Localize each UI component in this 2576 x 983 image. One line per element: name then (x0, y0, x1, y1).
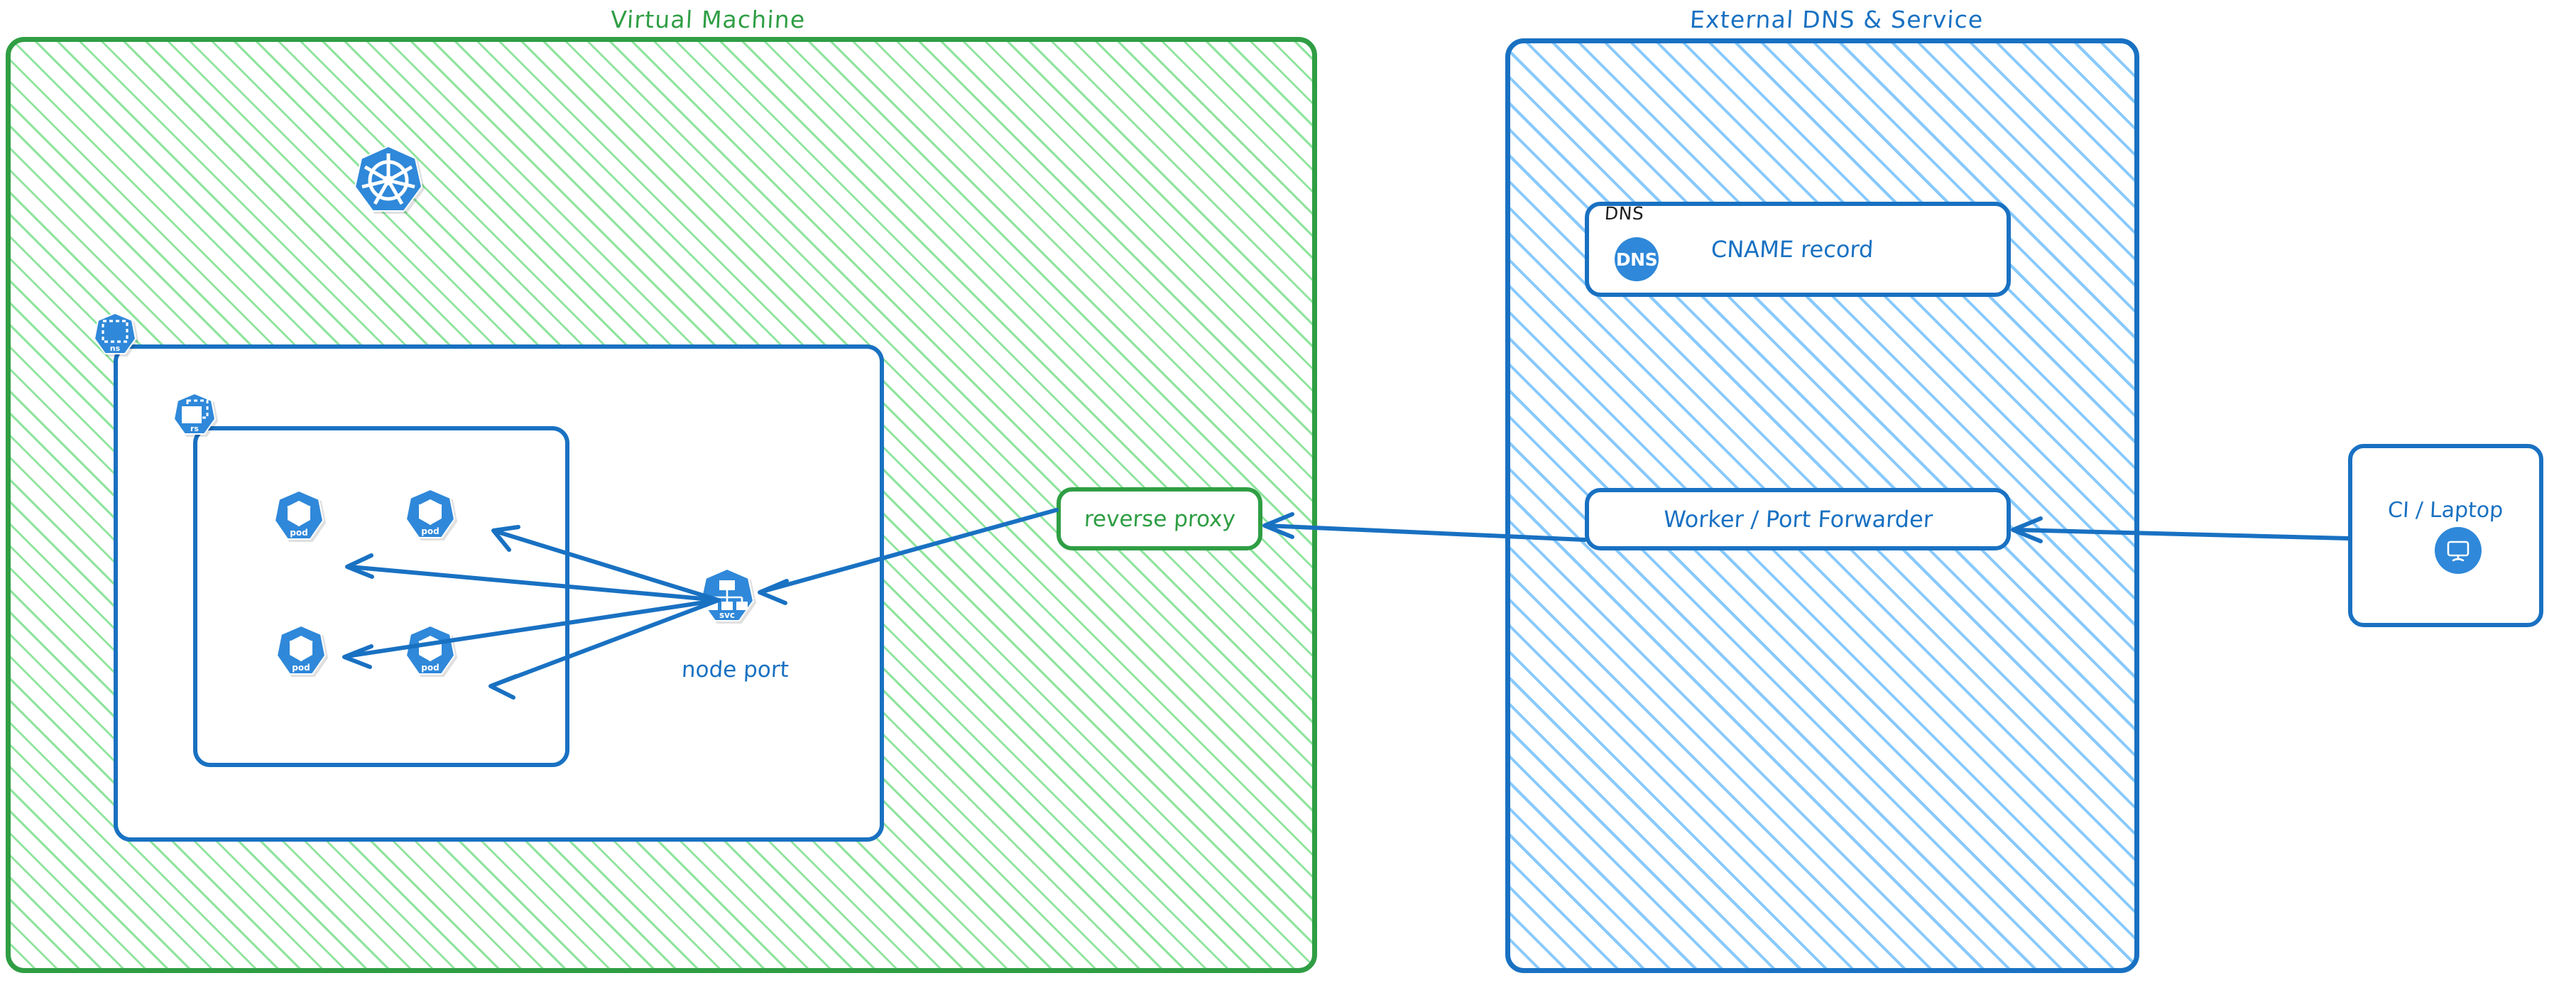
worker-port-forwarder-card[interactable]: Worker / Port Forwarder (1585, 488, 2011, 550)
dns-card[interactable]: DNS DNS CNAME record (1585, 202, 2011, 297)
replicaset-box[interactable] (193, 426, 569, 767)
zone-external-dns-service-title: External DNS & Service (1688, 6, 1985, 33)
service-icon[interactable]: svc (699, 567, 755, 629)
replicaset-icon[interactable]: rs (173, 392, 217, 441)
namespace-badge-label: ns (110, 344, 121, 353)
node-port-caption: node port (681, 657, 790, 683)
dns-badge-icon: DNS (1615, 237, 1659, 281)
cname-record-label: CNAME record (1710, 236, 1874, 263)
reverse-proxy-card[interactable]: reverse proxy (1057, 487, 1262, 550)
pod-icon[interactable]: pod (405, 624, 456, 682)
pod-icon[interactable]: pod (405, 488, 456, 545)
worker-port-forwarder-label: Worker / Port Forwarder (1662, 506, 1933, 533)
pod-label: pod (292, 663, 310, 673)
dns-card-tag: DNS (1603, 203, 1645, 224)
zone-virtual-machine-title: Virtual Machine (609, 6, 807, 33)
ci-laptop-label: CI / Laptop (2387, 497, 2504, 523)
pod-label: pod (290, 528, 307, 538)
kubernetes-logo-icon (353, 145, 424, 222)
namespace-icon[interactable]: ns (93, 312, 137, 361)
service-badge-label: svc (719, 610, 735, 620)
pod-icon[interactable]: pod (275, 624, 327, 682)
reverse-proxy-label: reverse proxy (1083, 506, 1236, 532)
replicaset-badge-label: rs (190, 424, 199, 433)
ci-laptop-card[interactable]: CI / Laptop (2348, 444, 2543, 627)
pod-icon[interactable]: pod (273, 489, 324, 547)
pod-label: pod (421, 663, 439, 673)
monitor-icon (2434, 526, 2482, 574)
pod-label: pod (421, 526, 439, 536)
